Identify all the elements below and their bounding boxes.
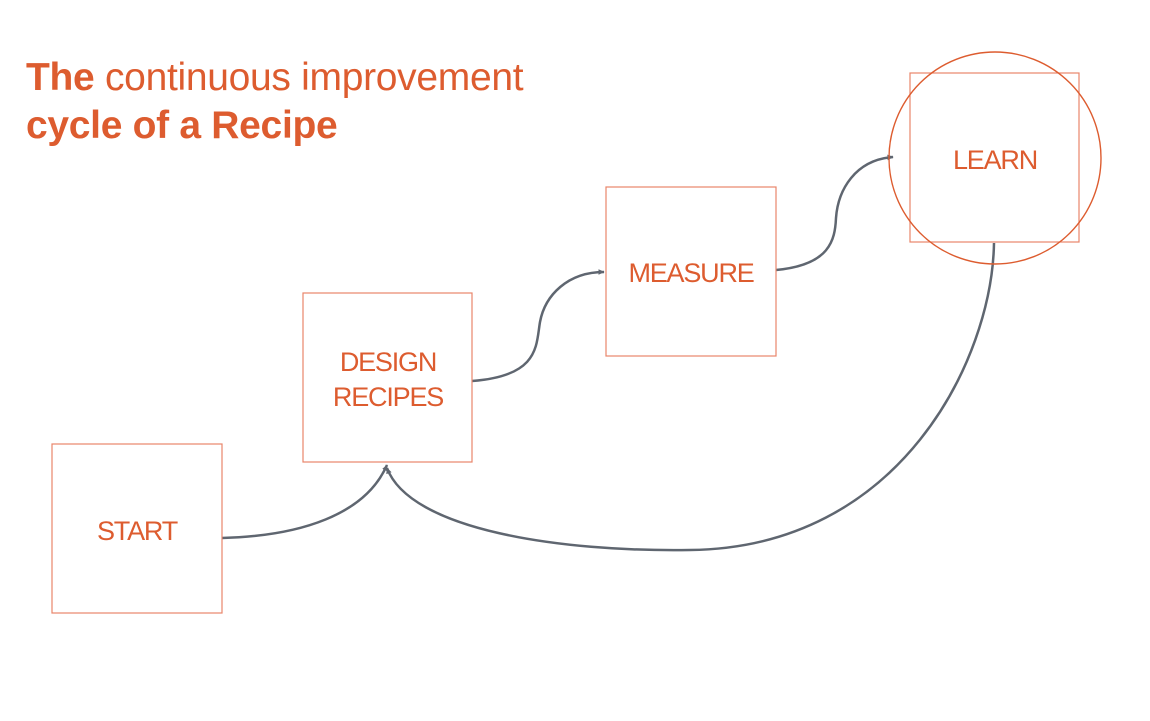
node-start: START	[51, 443, 223, 614]
title-emphasis: The	[26, 56, 95, 99]
node-learn: LEARN	[888, 51, 1102, 265]
arrow-start-to-design	[221, 464, 389, 540]
node-learn-highlight-circle	[888, 51, 1102, 265]
diagram-title: The continuous improvement cycle of a Re…	[26, 54, 524, 150]
node-design-recipes: DESIGN RECIPES	[302, 292, 473, 463]
title-line-1: The continuous improvement	[26, 54, 524, 102]
node-design-label-line-2: RECIPES	[333, 382, 443, 412]
node-measure-box	[605, 186, 777, 357]
title-line-2: cycle of a Recipe	[26, 104, 338, 147]
title-line-1-text: continuous improvement	[94, 56, 524, 99]
arrow-learn-to-design	[385, 242, 996, 552]
arrow-design-to-measure	[471, 269, 605, 383]
node-start-box	[51, 443, 223, 614]
node-learn-box	[909, 72, 1080, 243]
node-start-label: START	[97, 516, 178, 546]
node-design-label-line-1: DESIGN	[340, 347, 436, 377]
arrow-measure-to-learn	[775, 154, 894, 272]
node-measure: MEASURE	[605, 186, 777, 357]
node-design-box	[302, 292, 473, 463]
node-measure-label: MEASURE	[628, 258, 753, 288]
node-learn-label: LEARN	[953, 145, 1037, 175]
